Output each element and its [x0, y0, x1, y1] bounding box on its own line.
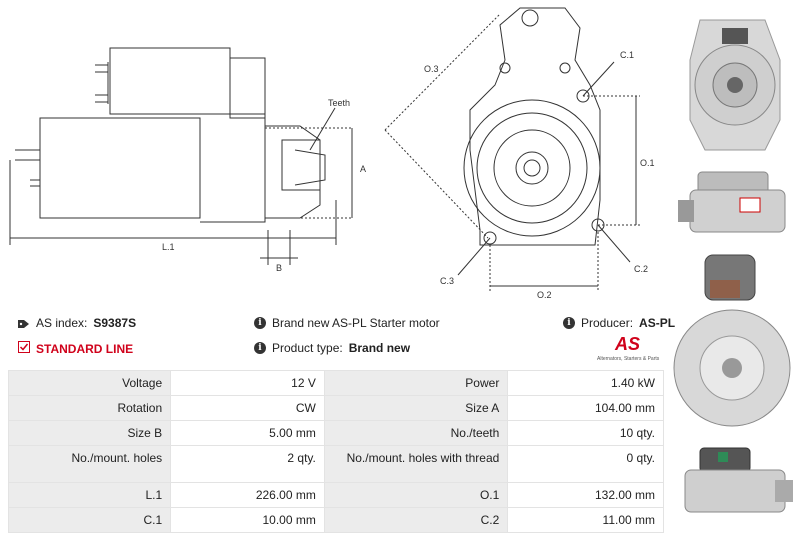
spec-value: 1.40 kW: [507, 370, 664, 396]
spec-value: 104.00 mm: [507, 395, 664, 421]
svg-text:Alternators, Starters & Parts: Alternators, Starters & Parts: [597, 356, 660, 362]
spec-value: 10.00 mm: [170, 507, 325, 533]
spec-key: Size B: [7, 420, 172, 446]
photo-front-view: [670, 0, 800, 160]
label-c1: C.1: [620, 50, 634, 60]
as-index-value: S9387S: [93, 316, 137, 330]
standard-line-label: STANDARD LINE: [36, 341, 134, 356]
label-o2: O.2: [537, 290, 552, 300]
solenoid-body: [109, 47, 231, 115]
spec-value: 132.00 mm: [507, 482, 664, 508]
photo-rear-view: [673, 254, 791, 427]
spec-key: No./mount. holes with thread: [323, 445, 509, 483]
spec-key: O.1: [323, 482, 509, 508]
as-pl-logo: AS Alternators, Starters & Parts: [595, 332, 665, 362]
info-icon: i: [254, 342, 266, 354]
producer-value: AS-PL: [639, 316, 676, 330]
producer-row: i Producer: AS-PL: [563, 316, 675, 330]
mount-hole-bottom-left: [483, 231, 497, 245]
spec-value: 5.00 mm: [170, 420, 325, 446]
product-type-row: i Product type: Brand new: [254, 341, 410, 355]
spec-key: C.2: [323, 507, 509, 533]
description-row: i Brand new AS-PL Starter motor: [254, 316, 440, 330]
as-index-row: AS index: S9387S: [18, 316, 136, 330]
label-o1: O.1: [640, 158, 655, 168]
spec-value: CW: [170, 395, 325, 421]
producer-label: Producer:: [581, 316, 634, 330]
spec-value: 11.00 mm: [507, 507, 664, 533]
info-icon: i: [563, 317, 575, 329]
spec-key: C.1: [7, 507, 172, 533]
product-type-label: Product type:: [272, 341, 343, 355]
tag-icon: [18, 318, 30, 328]
photo-side-view: [678, 171, 786, 233]
label-a: A: [360, 164, 366, 174]
product-type-value: Brand new: [348, 341, 411, 355]
as-index-label: AS index:: [36, 316, 88, 330]
flange-outline: [469, 7, 601, 246]
label-l1: L.1: [162, 242, 175, 252]
spec-key: Size A: [323, 395, 509, 421]
standard-line-row: STANDARD LINE: [18, 341, 133, 356]
spec-value: 2 qty.: [170, 445, 325, 483]
label-o3: O.3: [424, 64, 439, 74]
spec-key: No./mount. holes: [7, 445, 172, 483]
spec-key: Rotation: [7, 395, 172, 421]
label-b: B: [276, 263, 282, 273]
svg-text:AS: AS: [614, 334, 640, 354]
label-c3: C.3: [440, 276, 454, 286]
motor-body: [39, 117, 201, 219]
label-teeth: Teeth: [328, 98, 350, 108]
spec-key: Power: [323, 370, 509, 396]
spec-key: No./teeth: [323, 420, 509, 446]
description-text: Brand new AS-PL Starter motor: [272, 316, 440, 330]
spec-value: 12 V: [170, 370, 325, 396]
spec-key: L.1: [7, 482, 172, 508]
spec-value: 0 qty.: [507, 445, 664, 483]
spec-value: 226.00 mm: [170, 482, 325, 508]
label-c2: C.2: [634, 264, 648, 274]
info-icon: i: [254, 317, 266, 329]
spec-key: Voltage: [7, 370, 172, 396]
spec-value: 10 qty.: [507, 420, 664, 446]
photo-side-view-2: [684, 447, 793, 513]
technical-drawing: Teeth A B L.1 O.3 C.1 O.1 C.2 C.3 O.2: [9, 7, 655, 300]
checkbox-icon: [18, 341, 30, 356]
